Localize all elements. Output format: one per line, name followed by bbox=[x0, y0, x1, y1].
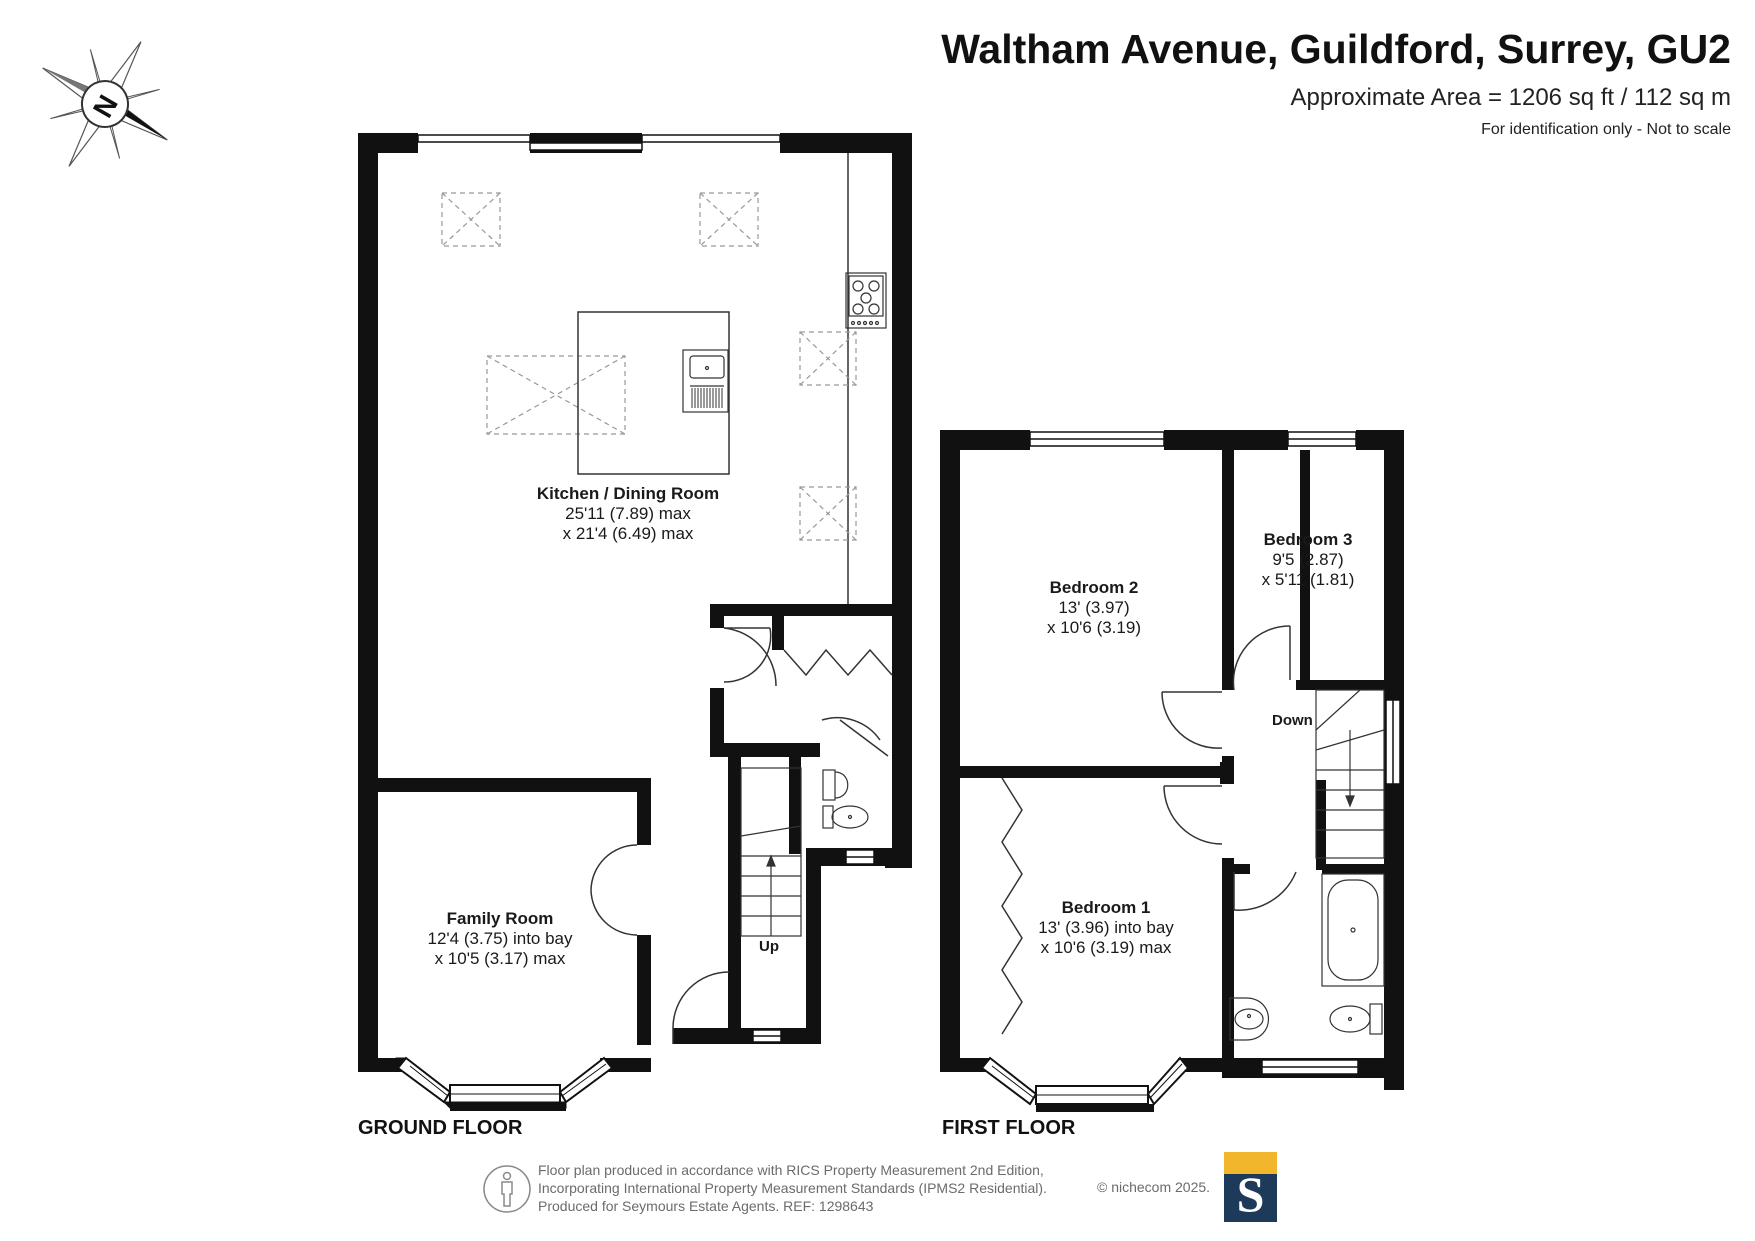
stairs-down-label: Down bbox=[1272, 712, 1313, 729]
room-kitchen-dining: Kitchen / Dining Room 25'11 (7.89) max x… bbox=[537, 484, 719, 544]
room-dim: 12'4 (3.75) into bay bbox=[427, 929, 573, 948]
person-scale-icon bbox=[483, 1165, 531, 1213]
kitchen-rear-windows bbox=[417, 134, 781, 151]
first-floor-walls bbox=[940, 430, 1404, 1090]
ground-staircase bbox=[740, 767, 802, 937]
drainer-icon bbox=[691, 388, 723, 408]
first-floor-staircase bbox=[1315, 689, 1385, 859]
skylights bbox=[441, 192, 857, 541]
copyright: © nichecom 2025. bbox=[1097, 1179, 1211, 1195]
ground-doors bbox=[590, 627, 893, 1044]
room-dim: x 5'11 (1.81) bbox=[1261, 570, 1355, 589]
room-dim: x 10'5 (3.17) max bbox=[434, 949, 566, 968]
room-dim: x 10'6 (3.19) bbox=[1047, 618, 1141, 637]
first-bay-window bbox=[980, 1056, 1190, 1106]
disclaimer: For identification only - Not to scale bbox=[1481, 121, 1731, 138]
room-bedroom-2: Bedroom 2 13' (3.97) x 10'6 (3.19) bbox=[1047, 578, 1141, 638]
ground-wc-fixtures bbox=[822, 769, 869, 829]
room-dim: x 21'4 (6.49) max bbox=[562, 524, 694, 543]
first-floor-doors bbox=[1001, 625, 1297, 1035]
logo-bar bbox=[1224, 1152, 1277, 1174]
room-dim: 25'11 (7.89) max bbox=[565, 504, 691, 523]
kitchen-island bbox=[577, 311, 730, 475]
first-floor-windows bbox=[1029, 431, 1401, 1075]
room-dim: 9'5 (2.87) bbox=[1272, 550, 1344, 569]
room-bedroom-3: Bedroom 3 9'5 (2.87) x 5'11 (1.81) bbox=[1262, 530, 1355, 590]
agent-logo: S bbox=[1224, 1152, 1277, 1222]
ground-floor-label: GROUND FLOOR bbox=[358, 1117, 523, 1139]
footer-line: Floor plan produced in accordance with R… bbox=[538, 1162, 1044, 1178]
footer-line: Incorporating International Property Mea… bbox=[538, 1180, 1047, 1196]
ground-small-windows bbox=[752, 849, 875, 1043]
room-name: Family Room bbox=[446, 909, 554, 928]
room-name: Bedroom 2 bbox=[1049, 578, 1139, 597]
room-name: Bedroom 3 bbox=[1263, 530, 1353, 549]
hob-icon bbox=[845, 272, 887, 329]
first-floor-label: FIRST FLOOR bbox=[942, 1117, 1076, 1139]
footer-notes: Floor plan produced in accordance with R… bbox=[538, 1161, 1047, 1215]
stairs-up-label: Up bbox=[759, 938, 779, 955]
bathroom-fixtures bbox=[1229, 873, 1385, 1041]
property-title: Waltham Avenue, Guildford, Surrey, GU2 bbox=[941, 26, 1731, 72]
room-bedroom-1: Bedroom 1 13' (3.96) into bay x 10'6 (3.… bbox=[1038, 898, 1174, 958]
compass-icon bbox=[42, 41, 168, 167]
approximate-area: Approximate Area = 1206 sq ft / 112 sq m bbox=[1290, 84, 1731, 111]
room-name: Bedroom 1 bbox=[1061, 898, 1151, 917]
room-family: Family Room 12'4 (3.75) into bay x 10'5 … bbox=[427, 909, 572, 969]
footer-line: Produced for Seymours Estate Agents. REF… bbox=[538, 1198, 874, 1214]
room-dim: 13' (3.96) into bay bbox=[1038, 918, 1174, 937]
sink-icon bbox=[682, 349, 729, 413]
logo-letter: S bbox=[1236, 1166, 1265, 1222]
room-name: Kitchen / Dining Room bbox=[536, 484, 720, 503]
room-dim: 13' (3.97) bbox=[1058, 598, 1130, 617]
room-dim: x 10'6 (3.19) max bbox=[1040, 938, 1172, 957]
